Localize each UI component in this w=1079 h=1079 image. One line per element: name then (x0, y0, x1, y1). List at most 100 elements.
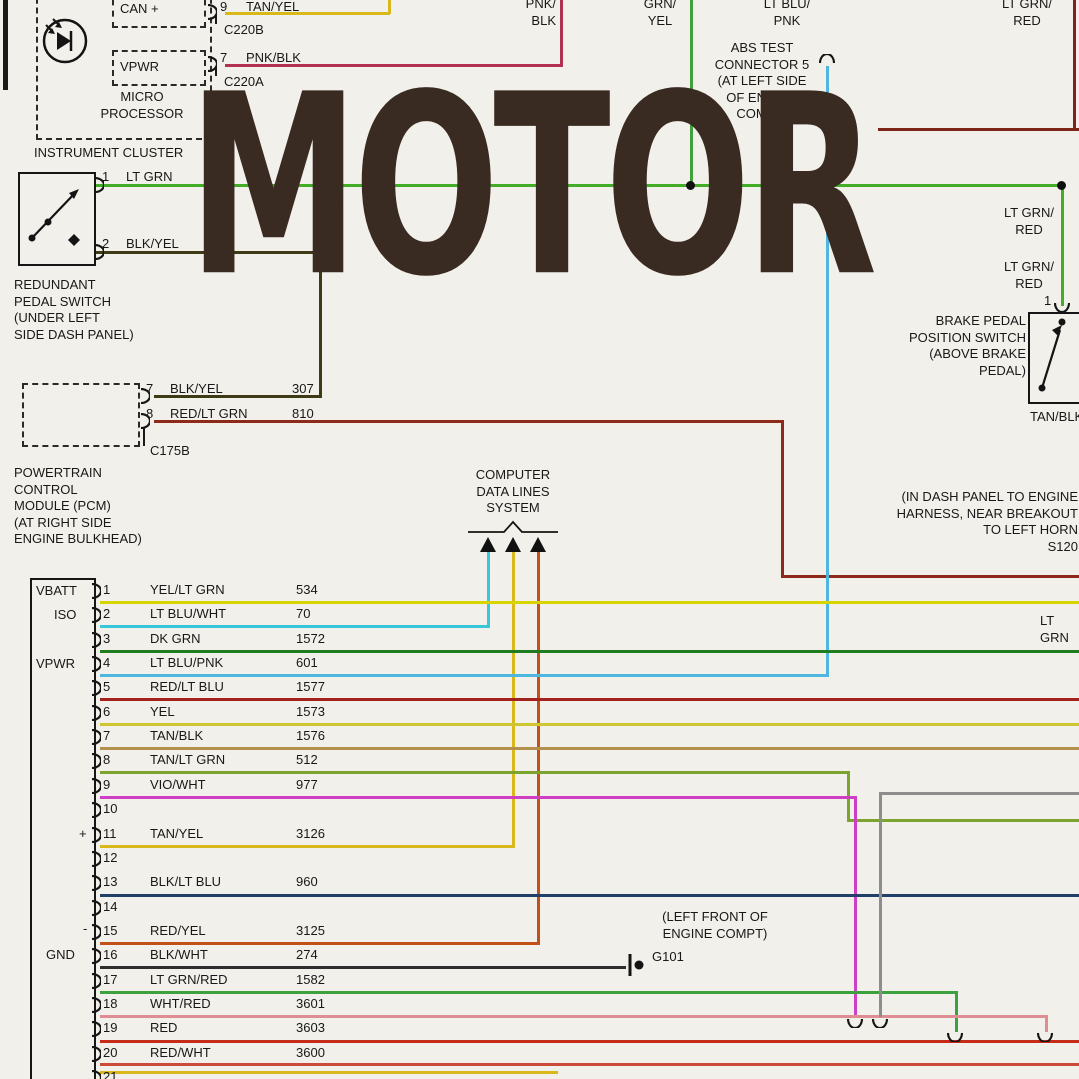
ic-pin9-number: 9 (220, 0, 228, 14)
connector-pin-icon (94, 244, 104, 260)
splice-caption: (IN DASH PANEL TO ENGINE HARNESS, NEAR B… (896, 489, 1078, 554)
c220a-connector-label: C220A (224, 74, 264, 89)
brake-wire-label-2: LT GRN/ RED (1003, 259, 1055, 291)
wire-blk-yel-h1 (96, 251, 322, 254)
left-edge-mark (3, 0, 8, 90)
pcm-pin-number: 1 (103, 582, 111, 597)
pcm-pin8-number: 8 (146, 406, 154, 421)
pcm-pin-wire-label: WHT/RED (150, 995, 211, 1011)
connector-pin-icon (947, 1032, 963, 1042)
ic-pin9-wire-label: TAN/YEL (246, 0, 300, 14)
wire-pin6-1573 (100, 723, 1079, 726)
wire-shield-gray-h (879, 792, 1079, 795)
bus-arrow-icon (530, 537, 546, 552)
pcm-pin7-wire-label: BLK/YEL (170, 381, 223, 396)
pcm-pin-wire-label: RED (150, 1020, 178, 1036)
pcm-pin-circuit-number: 534 (296, 582, 318, 597)
minus-label: - (83, 921, 88, 936)
pcm-pin-icon (91, 923, 101, 940)
pcm-pin-wire-label: TAN/YEL (150, 825, 204, 841)
brake-wire-label-1: LT GRN/ RED (1003, 205, 1055, 237)
pcm-pin-circuit-number: 960 (296, 874, 318, 890)
pcm-c175b-box (22, 383, 140, 447)
pcm-pin8-wire-label: RED/LT GRN (170, 406, 248, 421)
wire-pin3-1572 (100, 650, 1079, 653)
wire-blk-yel-h2 (154, 395, 322, 398)
pcm-pin-circuit-number: 977 (296, 776, 318, 792)
brake-lower-wire-label: TAN/BLK (1030, 409, 1079, 424)
ground-icon (628, 954, 644, 976)
pcm-pin-icon (91, 850, 101, 867)
pcm-pin-icon (91, 607, 101, 624)
bus-brace-icon (468, 520, 558, 533)
wire-tan-yel-top-h (225, 12, 390, 15)
pcm-pin-wire-label: LT BLU/WHT (150, 606, 227, 622)
wire-red-810-v (781, 420, 784, 578)
pcm-pin-wire-label: YEL/LT GRN (150, 582, 225, 597)
wire-pin18-3601-v (1045, 1015, 1048, 1032)
pcm-pin-icon (91, 631, 101, 648)
vbatt-label: VBATT (36, 583, 77, 598)
wire-pnk-blk-v (560, 0, 563, 66)
junction-dot (686, 181, 695, 190)
pcm-pin-wire-label: RED/LT BLU (150, 679, 224, 695)
wire-red-810-h1 (154, 420, 784, 423)
connector-tick (215, 14, 217, 24)
wire-pin17-1582-h (100, 991, 958, 994)
pedal-switch-contact-icon (28, 189, 80, 246)
pcm-pin-wire-label: LT BLU/PNK (150, 655, 224, 671)
pcm-pin-number: 13 (103, 874, 118, 890)
pcm-pin-circuit-number: 1577 (296, 679, 325, 695)
wire-blk-yel-v (319, 251, 322, 398)
pcm-pin-wire-label: RED/YEL (150, 922, 206, 938)
iso-label: ISO (54, 607, 77, 622)
g101-label: G101 (652, 949, 684, 964)
pcm-pin-icon (91, 948, 101, 965)
wire-pnk-blk-h (225, 64, 563, 67)
pcm-pin-number: 17 (103, 971, 118, 987)
pcm-pin-number: 5 (103, 679, 111, 695)
pcm-pin-number: 14 (103, 898, 118, 914)
pcm-pin-circuit-number: 601 (296, 655, 318, 671)
pcm-pin-icon (91, 680, 101, 697)
ic-pin7-wire-label: PNK/BLK (246, 50, 301, 65)
plus-label: + (79, 826, 87, 841)
pcm-pin-number: 10 (103, 801, 118, 817)
wire-pin17-1582-v (955, 991, 958, 1032)
pcm-pin-icon (91, 996, 101, 1013)
pcm-pin-number: 19 (103, 1020, 118, 1036)
wire-pin15-3125 (100, 942, 540, 945)
pcm-pin-icon (91, 1070, 101, 1079)
pcm-pin-number: 18 (103, 995, 118, 1011)
redundant-pedal-switch-box (18, 172, 96, 266)
wire-pin9-977-v (854, 796, 857, 1017)
connector-pin-icon (847, 1018, 863, 1028)
instrument-cluster-title: INSTRUMENT CLUSTER (34, 145, 184, 160)
rps-pin1-wire-label: LT GRN (126, 169, 173, 184)
wire-brake-pedal-v (1061, 184, 1064, 306)
pnk-blk-wire-label: PNK/ BLK (525, 0, 556, 28)
pcm-pin-icon (91, 656, 101, 673)
pcm-pin-number: 8 (103, 752, 111, 768)
pcm-pin-number: 15 (103, 922, 118, 938)
gnd-label: GND (46, 947, 75, 962)
bus-arrow-icon (505, 537, 521, 552)
pcm-pin-icon (91, 583, 101, 599)
c175b-connector-label: C175B (150, 443, 190, 458)
micro-processor-label: MICRO PROCESSOR (100, 89, 184, 121)
pcm-pin-wire-label: VIO/WHT (150, 776, 206, 792)
pcm-pin7-number: 7 (146, 381, 154, 396)
pcm-pin-number: 12 (103, 849, 118, 865)
pcm-pin-wire-label: TAN/BLK (150, 728, 204, 744)
brake-pedal-switch-box (1028, 312, 1079, 404)
connector-pin-icon (872, 1018, 888, 1028)
wire-tan-yel-top-v (388, 0, 391, 14)
junction-dot (1057, 181, 1066, 190)
wire-pin1-534 (100, 601, 1079, 604)
pcm-pin-number: 9 (103, 776, 111, 792)
pcm-pin-circuit-number: 1573 (296, 703, 325, 719)
ic-pin7-number: 7 (220, 50, 228, 65)
rps-pin2-number: 2 (102, 236, 110, 251)
pcm-pin-icon (91, 972, 101, 989)
brake-switch-contact-icon (1038, 318, 1066, 392)
